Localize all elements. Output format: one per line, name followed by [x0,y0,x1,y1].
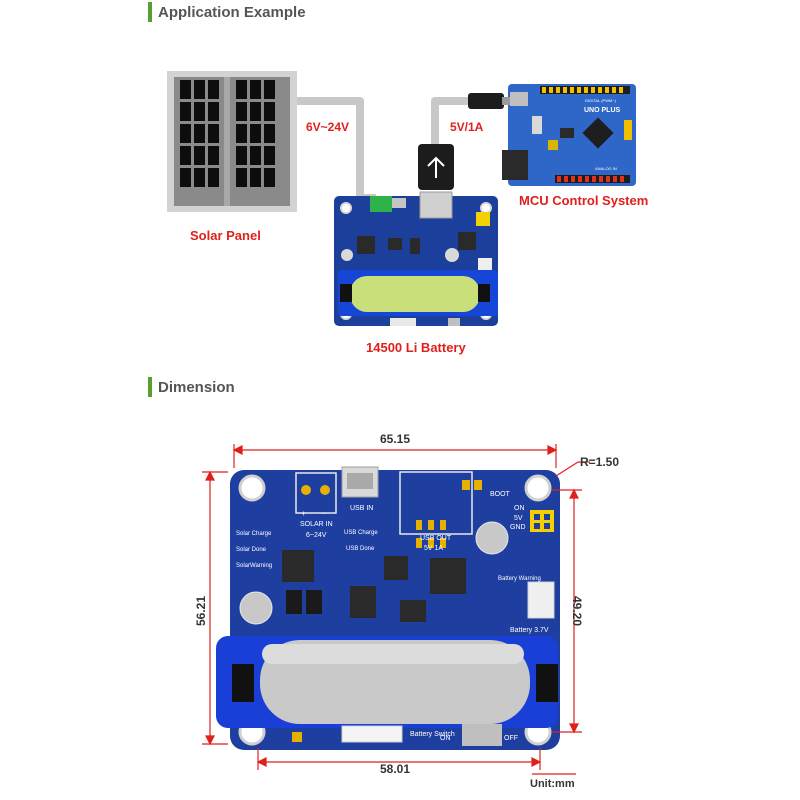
silk-battery-37v: Battery 3.7V [510,627,549,634]
dimension-section-header: Dimension [148,376,235,398]
silk-gnd: GND [510,524,526,531]
dim-width-top: 65.15 [380,432,411,446]
micro-usb-plug [468,93,504,109]
silk-minus: − [322,509,327,518]
solar-voltage-label: 6V~24V [306,120,350,134]
silk-battery-switch: Battery Switch [410,731,455,738]
silk-switch-on: ON [440,735,451,742]
usb-a-plug [418,144,454,190]
application-section-title: Application Example [158,3,306,21]
silk-5v: 5V [514,515,523,522]
dimension-section-title: Dimension [158,378,235,396]
silk-boot: BOOT [490,491,511,498]
silk-usb-done: USB Done [346,546,375,552]
solar-cable [296,97,376,202]
silk-usb-charge: USB Charge [344,530,378,536]
silk-solar-warning: SolarWarning [236,563,272,569]
silk-usb-out-rating: 5V 1A [424,545,443,552]
battery-label: 14500 Li Battery [366,340,466,355]
silk-solar-in-range: 6~24V [306,532,327,539]
section-accent-bar [148,377,152,397]
silk-switch-off: OFF [504,735,518,742]
silk-battery-warning: Battery Warning [498,576,541,582]
dim-width-bottom: 58.01 [380,762,411,776]
solar-panel-label: Solar Panel [190,228,261,243]
silk-plus: + [301,509,306,518]
dimension-diagram: SOLAR IN 6~24V + − USB IN USB Charge USB… [202,444,590,775]
silk-on: ON [514,505,525,512]
dim-radius: R=1.50 [580,455,620,469]
section-accent-bar [148,2,152,22]
usb-out-label: 5V/1A [450,120,484,134]
solar-panel [167,71,297,212]
arduino-uno-plus-text: UNO PLUS [584,107,621,114]
dim-height-left: 56.21 [194,595,209,627]
power-manager-board [334,191,498,326]
dim-unit: Unit:mm [530,778,575,790]
arduino-board: UNO PLUS DIGITAL (PWM~) ANALOG IN [502,84,636,186]
mcu-label: MCU Control System [519,193,649,208]
application-diagram: UNO PLUS DIGITAL (PWM~) ANALOG IN [167,71,636,326]
arduino-analog-text: ANALOG IN [595,166,617,171]
arduino-digital-text: DIGITAL (PWM~) [585,98,617,103]
silk-usb-in: USB IN [350,505,373,512]
silk-solar-in: SOLAR IN [300,521,333,528]
application-section-header: Application Example [148,1,306,23]
dim-height-right: 49.20 [570,595,585,627]
dimension-board [216,466,560,750]
silk-solar-done: Solar Done [236,547,267,553]
silk-solar-charge: Solar Charge [236,531,272,537]
silk-usb-out: USB OUT [420,535,452,542]
